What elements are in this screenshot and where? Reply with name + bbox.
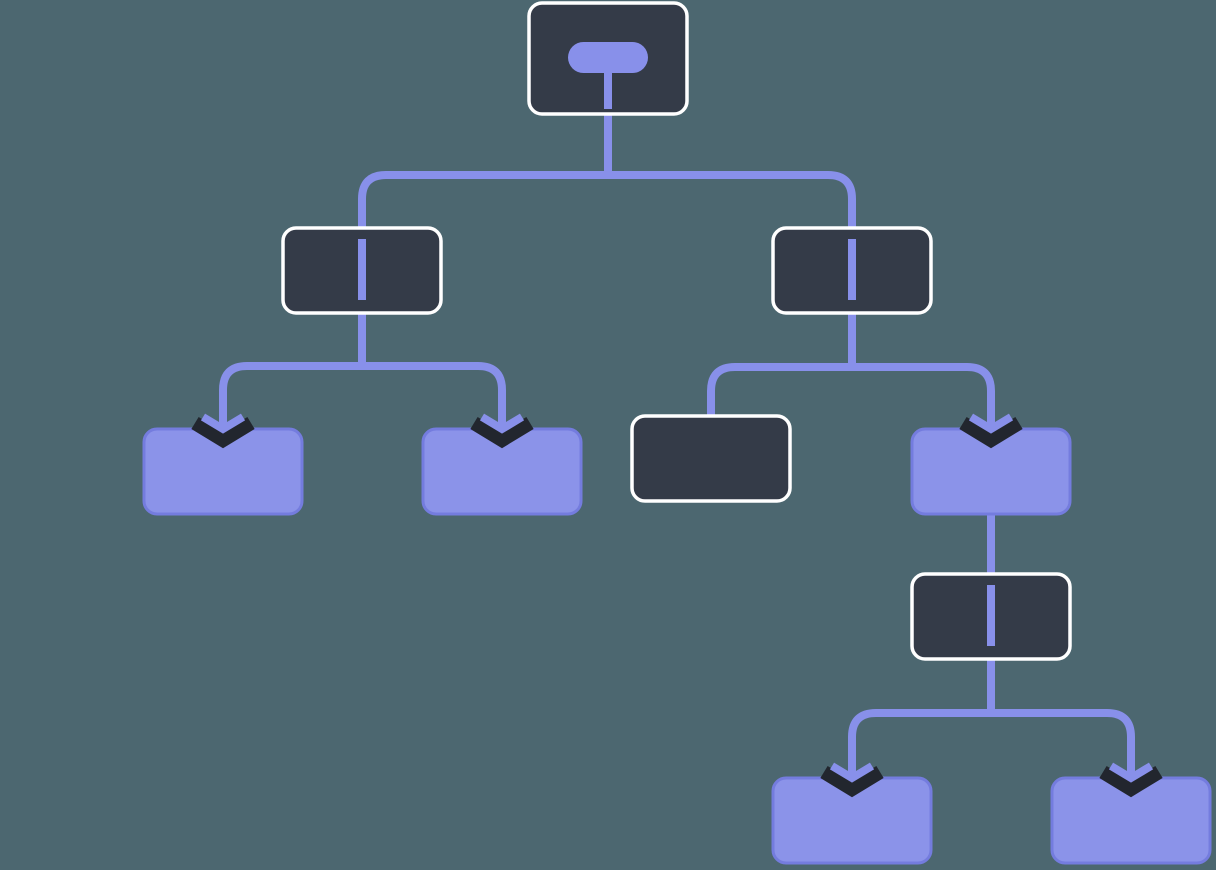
root-pill-icon [568, 42, 648, 73]
connector-elbow [991, 709, 1135, 781]
chevron-down-dark-icon [191, 417, 255, 449]
connector-elbow [219, 362, 362, 432]
arrow-into-leaf-3 [959, 395, 1023, 449]
node-branch-left [281, 226, 443, 315]
chevron-down-arrowhead-icon [200, 413, 246, 434]
arrow-into-leaf-2 [470, 395, 534, 449]
chevron-down-dark-icon [820, 766, 884, 798]
arrow-into-leaf-4 [820, 744, 884, 798]
connector-elbow [852, 363, 995, 432]
node-layer [142, 1, 1212, 865]
connector-elbow [608, 171, 856, 230]
edge-from-branch-right [707, 311, 995, 432]
chevron-down-arrowhead-icon [1108, 762, 1154, 783]
edge-from-branch-left [219, 311, 506, 432]
arrow-into-leaf-1 [191, 395, 255, 449]
chevron-down-dark-icon [959, 417, 1023, 449]
chevron-down-dark-icon [470, 417, 534, 449]
arrow-into-leaf-5 [1099, 744, 1163, 798]
chevron-down-dark-icon [1099, 766, 1163, 798]
node-root [527, 1, 689, 116]
dark-box [630, 414, 792, 503]
edge-from-branch-mid [848, 657, 1135, 781]
node-branch-right [771, 226, 933, 315]
chevron-down-arrowhead-icon [968, 413, 1014, 434]
chevron-down-arrowhead-icon [479, 413, 525, 434]
chevron-down-arrowhead-icon [829, 762, 875, 783]
arrow-layer [191, 395, 1163, 798]
connector-elbow [707, 363, 852, 418]
connector-elbow [848, 709, 991, 781]
connector-elbow [358, 171, 608, 230]
connector-elbow [362, 362, 506, 432]
edge-layer [219, 112, 1135, 781]
node-branch-mid [910, 572, 1072, 661]
edge-from-root [358, 112, 856, 230]
node-plain [630, 414, 792, 503]
